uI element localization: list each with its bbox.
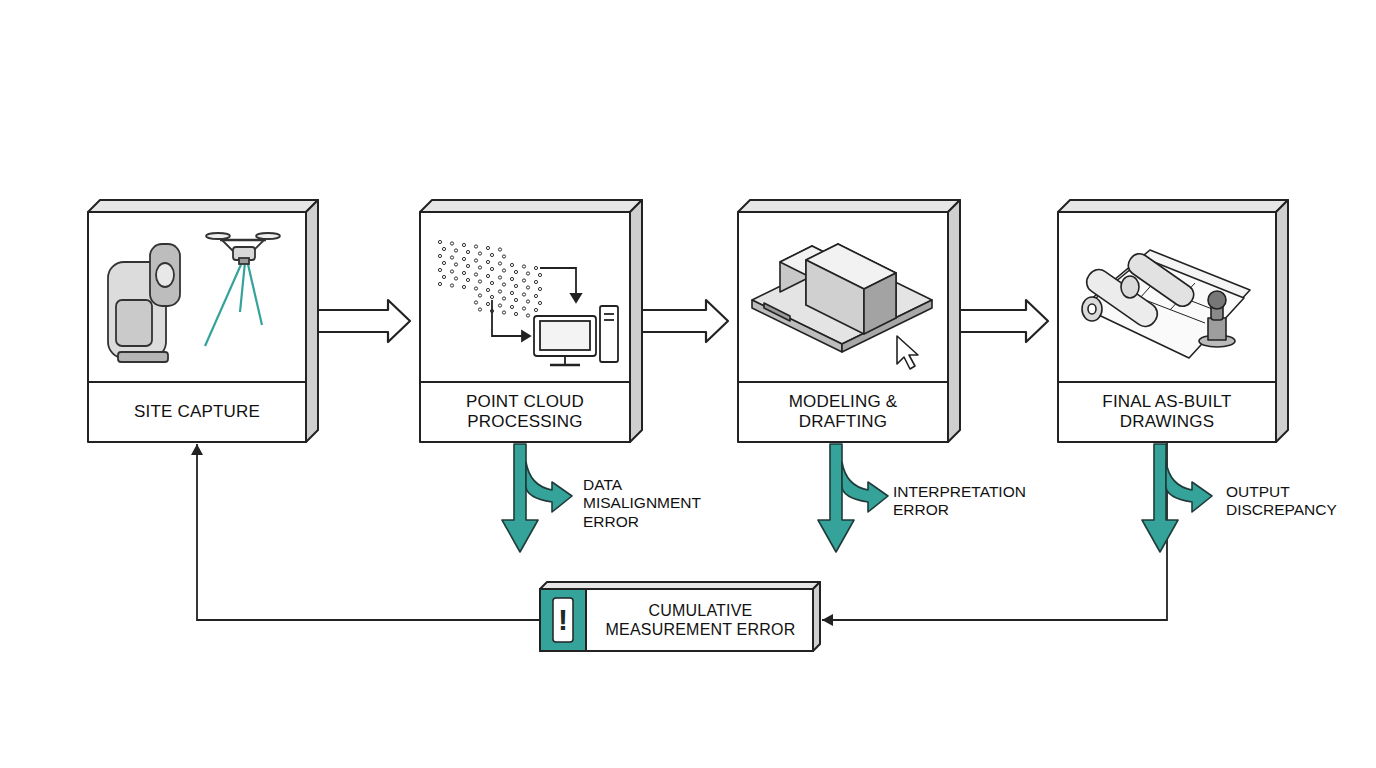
- box-title: FINAL AS-BUILT DRAWINGS: [1068, 392, 1266, 433]
- flow-connector: [960, 300, 1048, 342]
- computer-icon: [492, 268, 618, 365]
- teal-branch-arrows: [502, 444, 1212, 552]
- building-model-icon: [752, 244, 932, 369]
- box-title: SITE CAPTURE: [134, 402, 260, 422]
- flow-connector: [822, 442, 1167, 626]
- process-box: MODELING & DRAFTING: [738, 212, 948, 442]
- flow-connector: [642, 300, 728, 342]
- box-label-area: CUMULATIVE MEASUREMENT ERROR: [588, 589, 813, 651]
- box-frames: [88, 200, 1288, 651]
- flow-connector: [318, 300, 410, 342]
- warning-box: CUMULATIVE MEASUREMENT ERROR: [540, 589, 813, 651]
- box-label-area: MODELING & DRAFTING: [738, 382, 948, 442]
- block-arrow: [960, 300, 1048, 342]
- point-cloud-dots: [438, 240, 541, 318]
- warning-icon: !: [553, 605, 573, 635]
- box-label-area: POINT CLOUD PROCESSING: [420, 382, 630, 442]
- box-label-area: FINAL AS-BUILT DRAWINGS: [1058, 382, 1276, 442]
- process-box: FINAL AS-BUILT DRAWINGS: [1058, 212, 1276, 442]
- flow-connector: [191, 444, 540, 620]
- block-arrow: [318, 300, 410, 342]
- process-box: SITE CAPTURE: [88, 212, 306, 442]
- process-box: POINT CLOUD PROCESSING: [420, 212, 630, 442]
- arrowhead: [191, 444, 203, 455]
- block-arrow: [642, 300, 728, 342]
- box-title: CUMULATIVE MEASUREMENT ERROR: [598, 601, 803, 639]
- box-title: MODELING & DRAFTING: [748, 392, 938, 433]
- error-label: OUTPUT DISCREPANCY: [1226, 483, 1358, 520]
- box-title: POINT CLOUD PROCESSING: [430, 392, 620, 433]
- drawings-stamp-icon: [1082, 250, 1250, 358]
- connector-line: [822, 442, 1167, 620]
- scanner-drone-icon: [108, 233, 280, 362]
- arrowhead: [822, 614, 833, 626]
- error-label: INTERPRETATION ERROR: [893, 483, 1055, 520]
- box-label-area: SITE CAPTURE: [88, 382, 306, 442]
- connector-line: [197, 444, 540, 620]
- error-label: DATA MISALIGNMENT ERROR: [583, 476, 731, 531]
